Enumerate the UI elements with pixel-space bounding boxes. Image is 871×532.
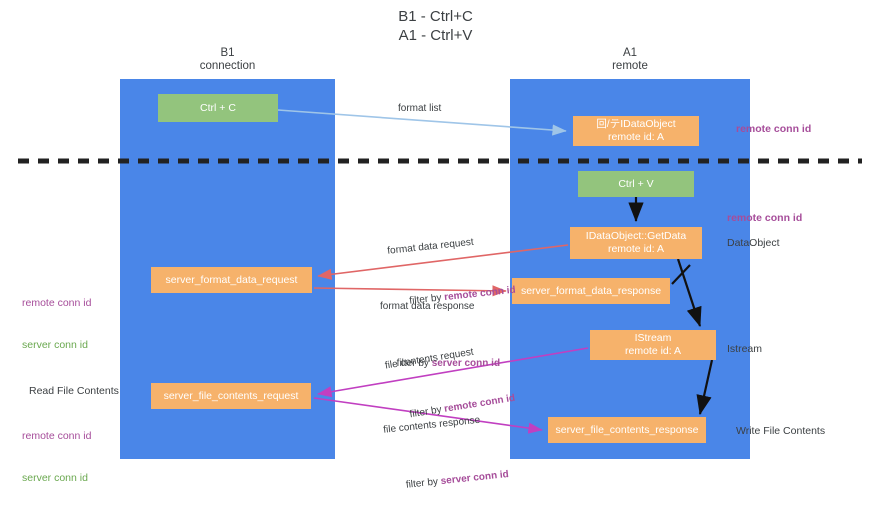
annotation-left-server-conn-id-2: server conn id bbox=[22, 472, 88, 484]
annotation-write-file-contents: Write File Contents bbox=[736, 425, 826, 437]
annotation-left-server-conn-id: server conn id bbox=[22, 339, 88, 351]
edge-label-format-list: format list bbox=[398, 103, 442, 114]
edge-label-format-data-request-text: format data request bbox=[386, 236, 475, 257]
diagram-canvas: B1 - Ctrl+C A1 - Ctrl+V B1 connection A1… bbox=[18, 8, 862, 491]
lane-header-a1: A1 remote bbox=[612, 47, 648, 72]
node-istream[interactable]: IStream remote id: A bbox=[590, 330, 716, 360]
annotation-left-conn-ids: remote conn id server conn id bbox=[22, 268, 91, 380]
node-server-format-data-response[interactable]: server_format_data_response bbox=[512, 278, 670, 304]
node-server-file-contents-response[interactable]: server_file_contents_response bbox=[548, 417, 706, 443]
edge-label-file-contents-request-text: file contents request bbox=[384, 346, 475, 372]
annotation-dataobject: DataObject bbox=[727, 237, 780, 249]
filter-key-server-conn-id: server conn id bbox=[440, 468, 510, 488]
node-ctrl-v[interactable]: Ctrl + V bbox=[578, 171, 694, 197]
filter-key-server-conn-id: server conn id bbox=[431, 358, 501, 369]
lane-header-b1: B1 connection bbox=[199, 47, 256, 72]
edge-label-format-data-response-text: format data response bbox=[380, 301, 475, 312]
filter-prefix: filter by bbox=[396, 358, 432, 369]
annotation-remote-conn-id-top: remote conn id bbox=[736, 123, 812, 135]
annotation-remote-conn-id-mid: remote conn id bbox=[727, 212, 803, 224]
node-idataobject-getdata[interactable]: IDataObject::GetData remote id: A bbox=[570, 227, 702, 259]
annotation-istream: Istream bbox=[727, 343, 763, 355]
annotation-left-remote-conn-id-2: remote conn id bbox=[22, 430, 92, 442]
edge-label-file-contents-response-filter: filter by server conn id bbox=[387, 455, 510, 506]
node-server-format-data-request[interactable]: server_format_data_request bbox=[151, 267, 312, 293]
edge-label-file-contents-response-text: file contents response bbox=[382, 414, 481, 436]
annotation-left-remote-conn-id: remote conn id bbox=[22, 297, 92, 309]
annotation-read-file-contents: Read File Contents bbox=[29, 385, 119, 397]
node-get-idataobject[interactable]: 回/テIDataObject remote id: A bbox=[573, 116, 699, 146]
node-server-file-contents-request[interactable]: server_file_contents_request bbox=[151, 383, 311, 409]
edge-label-format-data-response-filter: filter by server conn id bbox=[380, 344, 500, 383]
annotation-left-conn-ids-2: remote conn id server conn id bbox=[22, 401, 91, 513]
filter-prefix: filter by bbox=[405, 476, 442, 491]
edge-label-file-contents-response: file contents response filter by server … bbox=[380, 385, 514, 532]
diagram-title: B1 - Ctrl+C A1 - Ctrl+V bbox=[398, 8, 473, 44]
edge-label-format-data-response: format data response filter by server co… bbox=[380, 274, 500, 409]
node-ctrl-c[interactable]: Ctrl + C bbox=[158, 94, 278, 122]
